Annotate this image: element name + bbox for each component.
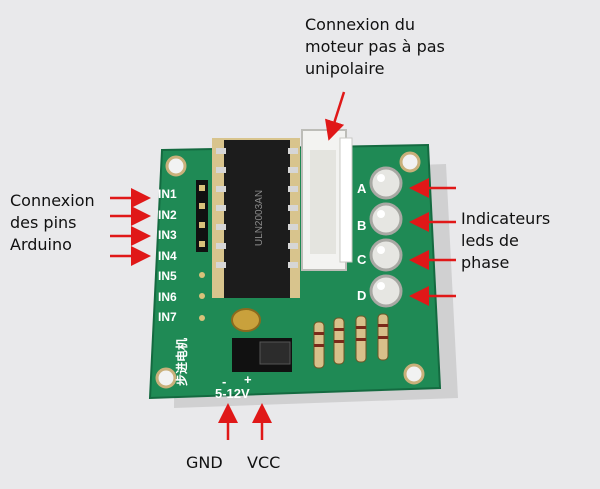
header-pin bbox=[199, 185, 205, 191]
arrow-motor bbox=[325, 91, 346, 141]
led-highlight bbox=[377, 282, 385, 290]
callout-line: des pins bbox=[10, 213, 77, 232]
mounting-hole bbox=[155, 367, 177, 389]
connector-latch bbox=[339, 137, 353, 263]
input-label-in3: IN3 bbox=[158, 228, 177, 242]
input-header bbox=[196, 180, 208, 252]
callout-line: Arduino bbox=[10, 235, 72, 254]
header-pin bbox=[199, 203, 205, 209]
pad bbox=[199, 315, 205, 321]
led bbox=[369, 238, 403, 272]
callout-motor-connection: Connexion du moteur pas à pas unipolaire bbox=[305, 14, 445, 80]
led bbox=[369, 166, 403, 200]
capacitor bbox=[231, 308, 261, 332]
polarity-minus: - bbox=[222, 374, 226, 389]
mounting-hole bbox=[403, 363, 425, 385]
input-label-in5: IN5 bbox=[158, 269, 177, 283]
chip-marking: ULN2003AN bbox=[254, 190, 265, 246]
header-pin bbox=[199, 241, 205, 247]
mounting-hole bbox=[399, 151, 421, 173]
input-label-in7: IN7 bbox=[158, 310, 177, 324]
callout-line: Connexion bbox=[10, 191, 95, 210]
callout-line: unipolaire bbox=[305, 59, 385, 78]
callout-line: moteur pas à pas bbox=[305, 37, 445, 56]
pad bbox=[199, 293, 205, 299]
polarity-plus: + bbox=[244, 372, 252, 387]
phase-leds bbox=[369, 166, 403, 308]
input-label-in6: IN6 bbox=[158, 290, 177, 304]
power-jumper bbox=[259, 341, 291, 365]
motor-pin-label-b: B bbox=[357, 218, 366, 233]
chip-pins bbox=[216, 148, 298, 268]
pad bbox=[199, 272, 205, 278]
motor-pin-label-d: D bbox=[357, 288, 366, 303]
callout-line: Connexion du bbox=[305, 15, 416, 34]
resistors bbox=[313, 313, 389, 369]
uln2003-chip bbox=[224, 140, 290, 298]
input-label-in1: IN1 bbox=[158, 187, 177, 201]
callout-line: phase bbox=[461, 253, 510, 272]
led-highlight bbox=[377, 246, 385, 254]
led-highlight bbox=[377, 210, 385, 218]
input-label-in4: IN4 bbox=[158, 249, 177, 263]
callout-arduino-pins: Connexion des pins Arduino bbox=[10, 190, 95, 256]
silkscreen-chinese: 步进电机 bbox=[174, 338, 189, 386]
label-gnd: GND bbox=[186, 453, 223, 472]
motor-pin-label-a: A bbox=[357, 181, 367, 196]
led bbox=[369, 274, 403, 308]
motor-connector-slot bbox=[310, 150, 336, 254]
mounting-hole bbox=[165, 155, 187, 177]
header-pin bbox=[199, 222, 205, 228]
led bbox=[369, 202, 403, 236]
callout-line: leds de bbox=[461, 231, 519, 250]
callout-line: Indicateurs bbox=[461, 209, 551, 228]
callout-phase-leds: Indicateurs leds de phase bbox=[461, 208, 550, 274]
voltage-label: 5-12V bbox=[215, 386, 250, 401]
led-highlight bbox=[377, 174, 385, 182]
input-label-in2: IN2 bbox=[158, 208, 177, 222]
motor-pin-label-c: C bbox=[357, 252, 367, 267]
label-vcc: VCC bbox=[247, 453, 281, 472]
callout-arrows bbox=[110, 91, 456, 440]
